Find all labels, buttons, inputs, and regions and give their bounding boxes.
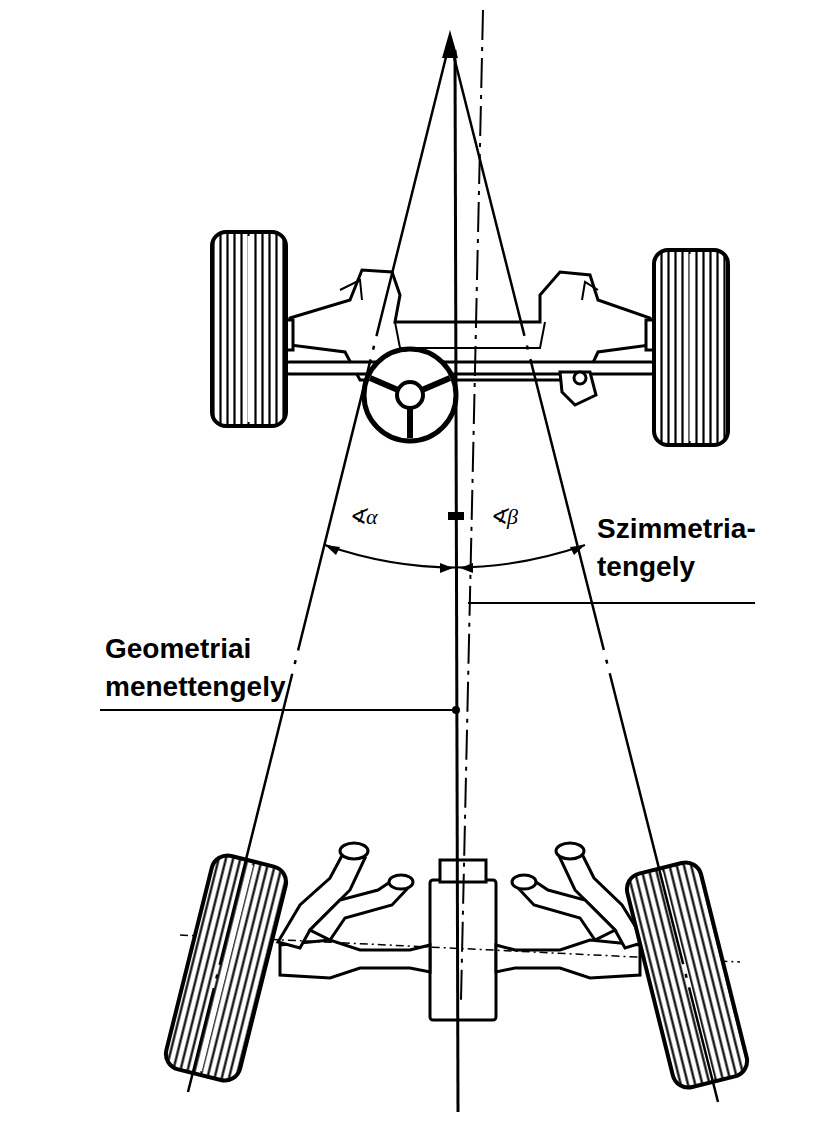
symmetry-axis bbox=[461, 10, 483, 1000]
arrow-head bbox=[460, 563, 473, 573]
arrow-head bbox=[442, 30, 458, 58]
steering-wheel bbox=[364, 349, 456, 441]
leader-line bbox=[100, 709, 455, 711]
axis-label: Szimmetria- tengely bbox=[597, 510, 827, 586]
angle-label: ∢β bbox=[487, 505, 520, 529]
angle-label: ∢α bbox=[346, 505, 380, 529]
leader-dot bbox=[452, 706, 460, 714]
center-mark bbox=[448, 512, 464, 520]
geometric-axis bbox=[455, 50, 458, 1112]
rear-wheel bbox=[163, 852, 290, 1084]
front-wheel bbox=[654, 250, 728, 445]
axis-label: Geometriai menettengely bbox=[105, 630, 365, 706]
arrow-head bbox=[570, 545, 585, 555]
front-wheel bbox=[212, 232, 286, 426]
arrow-head bbox=[440, 563, 453, 573]
angle-arc bbox=[325, 545, 585, 568]
front-axle bbox=[275, 270, 664, 405]
arrow-head bbox=[325, 545, 340, 555]
leader-line bbox=[468, 602, 755, 604]
